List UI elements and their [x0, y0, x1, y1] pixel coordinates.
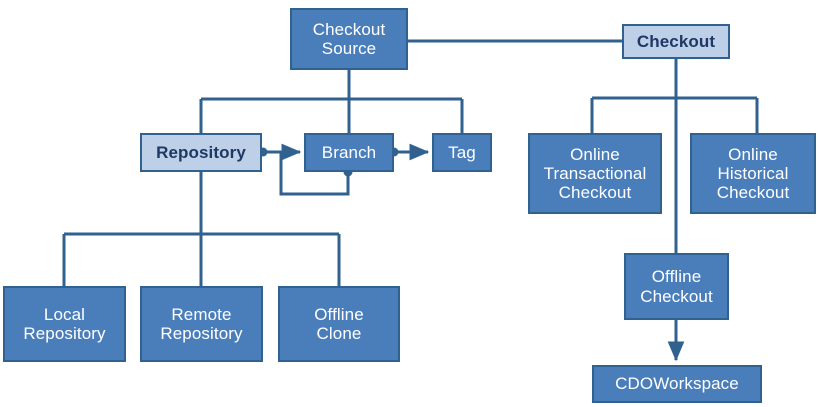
node-tag-label: Tag [448, 142, 476, 162]
node-checkout-label: Checkout [636, 31, 716, 51]
node-offline-clone[interactable]: Offline Clone [278, 286, 400, 362]
node-online-historical-checkout[interactable]: Online Historical Checkout [690, 133, 816, 214]
node-offline-checkout-label: Offline Checkout [640, 267, 713, 306]
node-branch[interactable]: Branch [304, 133, 394, 172]
node-offline-checkout[interactable]: Offline Checkout [624, 253, 729, 320]
node-cdoworkspace[interactable]: CDOWorkspace [592, 365, 762, 403]
node-online-transactional-checkout-label: Online Transactional Checkout [543, 144, 647, 203]
node-branch-label: Branch [321, 142, 377, 162]
node-repository-label: Repository [156, 142, 246, 162]
node-repository[interactable]: Repository [140, 133, 262, 172]
node-checkout-source[interactable]: Checkout Source [290, 8, 408, 70]
node-local-repository[interactable]: Local Repository [3, 286, 126, 362]
node-checkout[interactable]: Checkout [622, 24, 730, 59]
node-checkout-source-label: Checkout Source [312, 19, 386, 58]
node-cdoworkspace-label: CDOWorkspace [615, 374, 739, 394]
node-online-transactional-checkout[interactable]: Online Transactional Checkout [528, 133, 662, 214]
node-remote-repository[interactable]: Remote Repository [140, 286, 263, 362]
node-online-historical-checkout-label: Online Historical Checkout [716, 144, 790, 203]
node-local-repository-label: Local Repository [23, 304, 106, 343]
node-remote-repository-label: Remote Repository [160, 304, 243, 343]
node-offline-clone-label: Offline Clone [314, 304, 364, 343]
node-tag[interactable]: Tag [432, 133, 492, 172]
